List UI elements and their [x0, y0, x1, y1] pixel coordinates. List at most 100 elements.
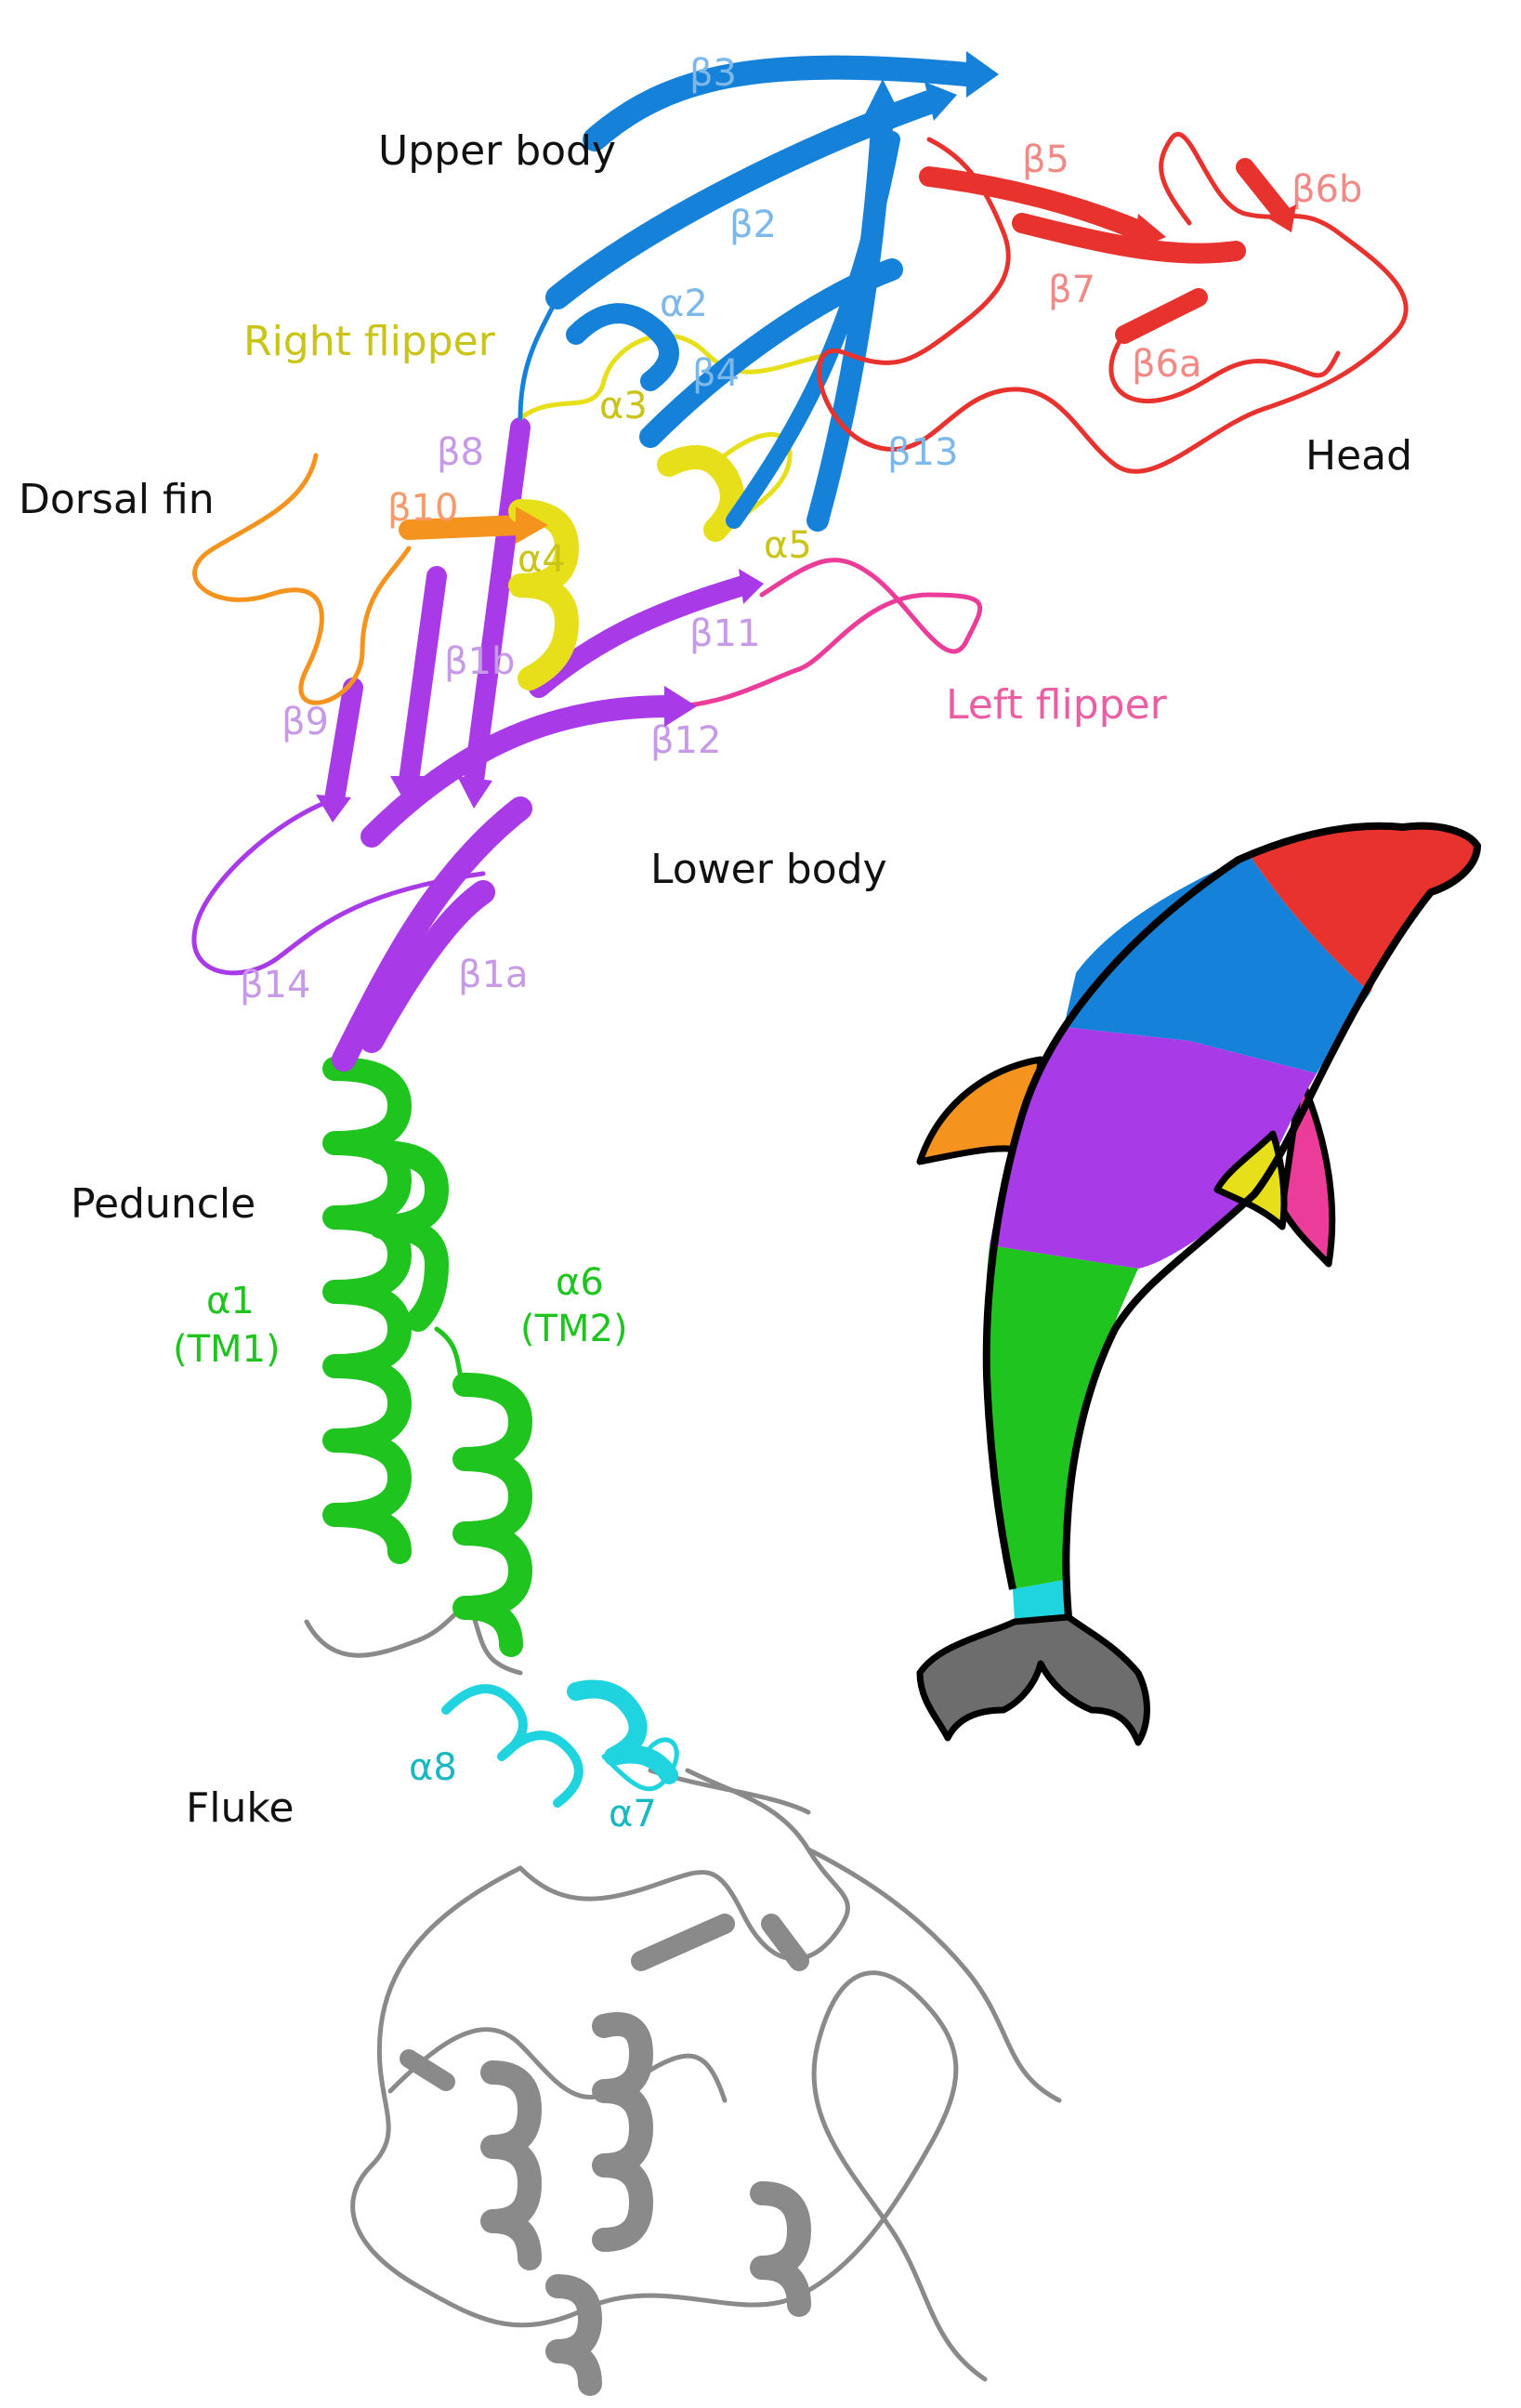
arrowhead-beta11 — [739, 569, 764, 604]
dorsal-fin-loop — [192, 453, 531, 705]
grey-strand-1 — [631, 1914, 735, 1971]
grey-loop-2 — [350, 1865, 597, 2328]
arrowhead-beta12 — [664, 686, 697, 727]
helix-alpha1-ribbon — [322, 1057, 412, 1564]
arrowhead-beta10 — [516, 507, 548, 544]
label-beta8: β8 — [437, 431, 484, 474]
label-beta1a: β1a — [458, 954, 529, 996]
head-loop-2 — [1108, 332, 1341, 403]
strand-beta8 — [464, 417, 531, 791]
peduncle-loop — [434, 1326, 467, 1388]
helix-alpha6-lower — [452, 1373, 532, 1657]
lower-body-loop — [191, 796, 486, 976]
label-beta6a: β6a — [1132, 343, 1202, 386]
label-alpha7: α7 — [609, 1793, 657, 1836]
linker-loop — [304, 1604, 523, 1676]
peduncle-helices — [322, 1057, 532, 1657]
strand-beta14 — [332, 796, 532, 1072]
grey-strand-2 — [761, 1914, 809, 1971]
cytoplasmic-domain — [350, 1768, 1062, 2396]
helix-alpha4-ribbon — [508, 499, 579, 691]
label-beta4: β4 — [692, 352, 740, 395]
arrowhead-beta9 — [316, 795, 351, 822]
fluke-helices — [441, 1679, 679, 1808]
label-alpha6: α6 — [556, 1261, 604, 1304]
label-beta12: β12 — [650, 719, 721, 762]
strand-beta10 — [399, 515, 531, 540]
strand-beta1a — [360, 880, 495, 1053]
dolphin-dorsal-fin — [916, 1056, 1044, 1165]
head-region — [817, 131, 1409, 474]
label-beta3: β3 — [689, 52, 737, 95]
label-alpha1: α1 — [206, 1280, 255, 1322]
right-flipper-loop-2 — [722, 432, 793, 533]
arrowhead-beta6b — [1268, 204, 1296, 232]
helix-alpha2-ribbon — [566, 303, 679, 391]
label-beta14: β14 — [240, 964, 310, 1007]
helix-alpha7-ribbon — [567, 1679, 678, 1784]
label-right-flipper: Right flipper — [243, 318, 496, 365]
ribbon-structure — [191, 55, 1409, 2396]
dolphin-right-flipper — [1213, 1130, 1288, 1230]
label-beta13: β13 — [887, 431, 958, 474]
strand-beta2b — [726, 131, 900, 529]
helix-alpha6-ribbon — [369, 1140, 449, 1332]
grey-loop-5 — [387, 2027, 728, 2103]
grey-loop-6 — [806, 1847, 1062, 2103]
label-left-flipper: Left flipper — [946, 681, 1168, 729]
pink-loop — [666, 558, 983, 709]
strand-beta3 — [583, 55, 978, 151]
label-upper-body: Upper body — [378, 127, 616, 175]
grey-helix-1 — [592, 2012, 653, 2252]
arrowhead-beta13 — [864, 79, 901, 116]
arrowhead-beta1b — [390, 776, 427, 809]
label-fluke: Fluke — [186, 1784, 294, 1832]
label-beta6b: β6b — [1292, 168, 1362, 211]
grey-loop-3 — [592, 1970, 959, 2308]
label-peduncle: Peduncle — [71, 1180, 256, 1228]
label-tm2: (TM2) — [520, 1308, 628, 1350]
right-flipper-helices — [508, 333, 839, 691]
arrowhead-beta8 — [457, 776, 492, 809]
grey-helix-4 — [545, 2274, 602, 2396]
sse-labels: β3 β2 β5 β6b β7 β6a α2 β4 α3 β13 β8 β10 … — [173, 52, 1362, 1836]
upper-body-strands — [518, 55, 978, 532]
left-flipper-loop — [666, 558, 983, 709]
label-dorsal-fin: Dorsal fin — [19, 476, 215, 523]
label-alpha8: α8 — [409, 1746, 457, 1789]
label-beta7: β7 — [1048, 269, 1095, 311]
grey-strand-3 — [400, 2049, 455, 2091]
strand-beta5 — [919, 166, 1153, 243]
head-loop — [817, 131, 1409, 474]
label-head: Head — [1305, 432, 1412, 480]
label-tm1: (TM1) — [173, 1328, 281, 1371]
right-flipper-loop — [518, 333, 839, 421]
strand-beta9 — [324, 678, 363, 809]
helix-alpha8-ribbon — [441, 1684, 583, 1808]
dolphin-upper-body — [1064, 855, 1370, 1073]
label-lower-body: Lower body — [650, 846, 887, 893]
strand-beta7 — [1012, 213, 1246, 264]
region-labels: Upper body Right flipper Dorsal fin Head… — [19, 127, 1412, 1832]
dorsal-loop — [192, 453, 412, 705]
arrowhead-beta5 — [1134, 214, 1166, 251]
fluke-loop — [601, 1737, 679, 1792]
arrowhead-beta3 — [966, 51, 999, 98]
label-alpha2: α2 — [660, 283, 708, 325]
dolphin-fluke — [916, 1613, 1150, 1746]
dolphin-cartoon — [916, 822, 1481, 1746]
upper-body-loop — [518, 295, 560, 421]
dolphin-fluke-stock — [1013, 1580, 1069, 1622]
strand-beta1b — [399, 566, 447, 791]
grey-helix-3 — [750, 2181, 811, 2317]
helix-alpha5-ribbon — [657, 445, 744, 542]
label-beta1b: β1b — [444, 640, 515, 683]
strand-beta6b — [1236, 158, 1292, 223]
label-beta5: β5 — [1022, 138, 1069, 181]
grey-helix-2 — [480, 2060, 542, 2270]
label-beta2: β2 — [729, 204, 777, 246]
label-alpha3: α3 — [599, 385, 648, 428]
label-beta11: β11 — [689, 612, 760, 655]
dolphin-head — [1250, 825, 1477, 993]
